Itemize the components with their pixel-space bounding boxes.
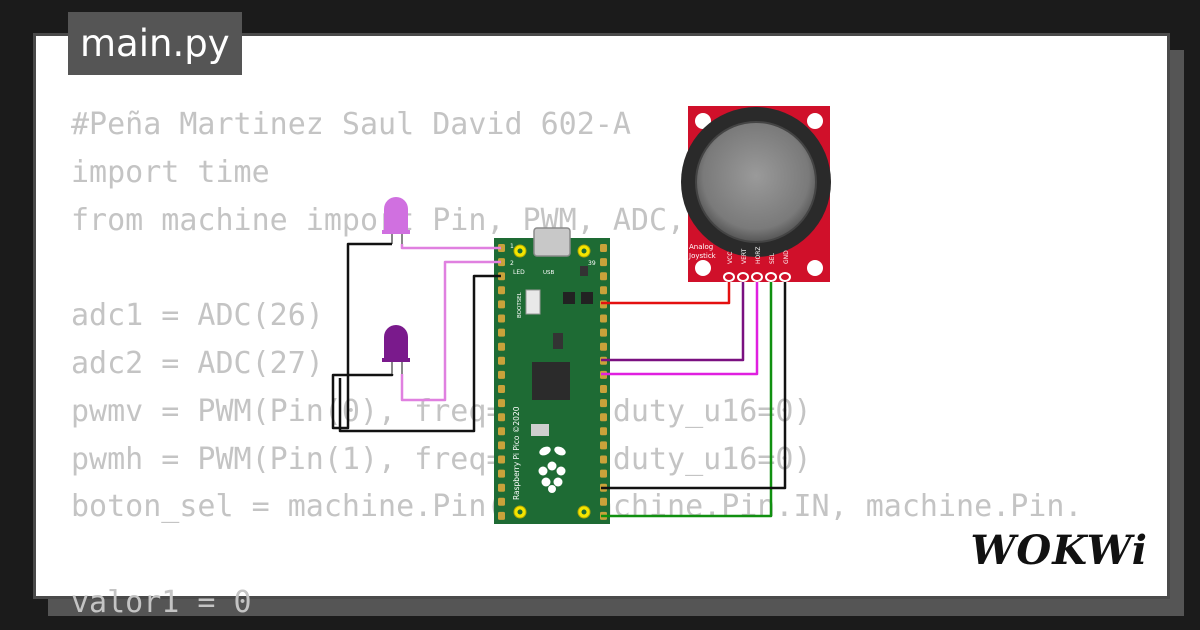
pin1-label: 1 [510, 243, 514, 250]
wire-vert[interactable] [601, 282, 745, 362]
wire-vcc[interactable] [601, 282, 731, 305]
code-line: boton_sel = machine.Pin(16, machine.Pin.… [71, 489, 1083, 525]
code-line: #Peña Martinez Saul David 602-A [71, 107, 631, 142]
header-pin[interactable] [498, 497, 505, 506]
pin-label-vert: VERT [741, 248, 748, 264]
led-bottom[interactable] [382, 325, 410, 374]
wire-led-bottom[interactable] [400, 260, 501, 402]
pin2-label: 2 [510, 260, 514, 267]
header-pin[interactable] [498, 258, 505, 267]
header-pin[interactable] [498, 272, 505, 281]
raspberry-pi-pico[interactable]: 1 2 39 LED USB BOOTSEL Raspberry Pi Pico… [494, 227, 610, 524]
wokwi-logo: WOKWi [970, 527, 1148, 574]
header-pin[interactable] [600, 441, 607, 450]
header-pin[interactable] [498, 244, 505, 252]
header-pin[interactable] [600, 342, 607, 351]
board-name-label: Raspberry Pi Pico ©2020 [512, 406, 521, 500]
header-pin[interactable] [600, 385, 607, 393]
wire-led-top[interactable] [400, 244, 501, 250]
code-line: import time [71, 154, 270, 190]
pin-label-sel: SEL [769, 252, 776, 264]
mount-hole-icon [695, 113, 711, 129]
pin-label-horz: HORZ [755, 246, 762, 264]
wire-led-ground[interactable] [331, 242, 394, 430]
joystick-pin-gnd[interactable] [779, 272, 791, 282]
header-pin[interactable] [600, 258, 607, 267]
pin39-label: 39 [588, 260, 596, 267]
header-pin[interactable] [498, 314, 505, 323]
header-pin[interactable] [600, 328, 607, 337]
header-pin[interactable] [600, 300, 607, 309]
mount-hole-icon [807, 260, 823, 276]
header-pin[interactable] [600, 469, 607, 478]
code-line: valor1 = 0 [71, 584, 252, 620]
header-pin[interactable] [498, 385, 505, 393]
header-pin[interactable] [498, 469, 505, 478]
wire-ground-return[interactable] [338, 274, 501, 433]
header-pin[interactable] [498, 427, 505, 436]
header-pin[interactable] [600, 286, 607, 295]
led-label: LED [513, 269, 525, 276]
header-pin[interactable] [498, 441, 505, 450]
header-pin[interactable] [498, 511, 505, 520]
bootsel-button[interactable] [525, 289, 541, 315]
header-pin[interactable] [600, 497, 607, 506]
led-bottom-body [384, 325, 408, 358]
bootsel-label: BOOTSEL [517, 291, 523, 318]
header-pin[interactable] [498, 328, 505, 337]
header-pin[interactable] [600, 314, 607, 323]
header-pin[interactable] [600, 413, 607, 422]
mount-hole-icon [695, 260, 711, 276]
wire-gnd[interactable] [601, 282, 787, 490]
header-pin[interactable] [600, 399, 607, 408]
header-pin[interactable] [498, 342, 505, 351]
joystick-title: Analog [689, 243, 713, 251]
code-line: adc2 = ADC(27) [71, 345, 324, 381]
file-tab[interactable]: main.py [68, 12, 242, 75]
led-top[interactable] [382, 197, 410, 244]
joystick-title: Joystick [688, 252, 717, 260]
joystick-pin-sel[interactable] [765, 272, 777, 282]
pin-label-gnd: GND [783, 250, 790, 264]
header-pin[interactable] [498, 286, 505, 295]
header-pin[interactable] [600, 427, 607, 436]
header-pin[interactable] [498, 356, 505, 365]
usb-label: USB [543, 270, 555, 276]
joystick-pin-horz[interactable] [751, 272, 763, 282]
joystick-knob[interactable] [695, 121, 817, 243]
usb-connector [533, 227, 571, 257]
header-pin[interactable] [498, 399, 505, 408]
wire-sel[interactable] [601, 282, 773, 518]
header-pin[interactable] [498, 455, 505, 464]
header-pin[interactable] [498, 483, 505, 492]
header-pin[interactable] [600, 455, 607, 464]
pin-label-vcc: VCC [727, 252, 734, 264]
left-header-pins [498, 244, 505, 520]
rp2040-chip [532, 362, 570, 400]
raspberry-logo-icon [538, 446, 566, 493]
header-pin[interactable] [600, 244, 607, 252]
joystick-pin-vert[interactable] [737, 272, 749, 282]
analog-joystick[interactable]: Analog Joystick VCC VERT HORZ SEL GND [681, 106, 831, 282]
header-pin[interactable] [600, 272, 607, 281]
code-line: adc1 = ADC(26) [71, 298, 324, 334]
header-pin[interactable] [498, 413, 505, 422]
led-top-body [384, 197, 408, 230]
header-pin[interactable] [498, 370, 505, 379]
mount-hole-icon [807, 113, 823, 129]
header-pin[interactable] [498, 300, 505, 309]
wire-horz[interactable] [601, 282, 759, 376]
joystick-pin-vcc[interactable] [723, 272, 735, 282]
